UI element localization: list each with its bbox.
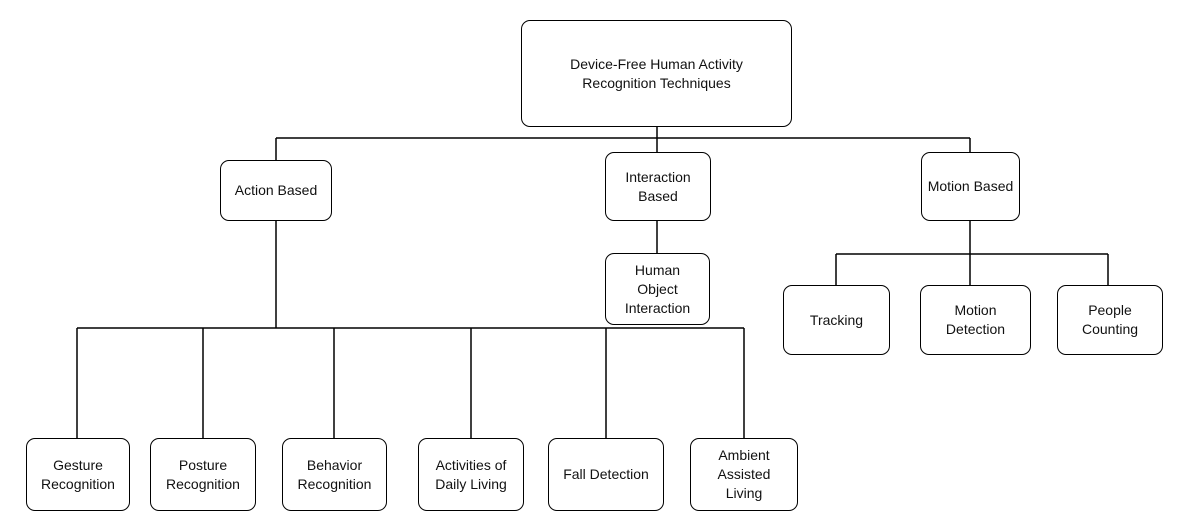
leaf-node-people-counting: People Counting: [1057, 285, 1163, 355]
leaf-node-tracking: Tracking: [783, 285, 890, 355]
category-node-motion-based: Motion Based: [921, 152, 1020, 221]
leaf-node-motion-detection: Motion Detection: [920, 285, 1031, 355]
leaf-node-ambient-assisted-living: Ambient Assisted Living: [690, 438, 798, 511]
category-node-interaction-based: Interaction Based: [605, 152, 711, 221]
leaf-node-behavior-recognition: Behavior Recognition: [282, 438, 387, 511]
leaf-node-human-object-interaction: Human Object Interaction: [605, 253, 710, 325]
leaf-node-posture-recognition: Posture Recognition: [150, 438, 256, 511]
leaf-node-gesture-recognition: Gesture Recognition: [26, 438, 130, 511]
root-node: Device-Free Human Activity Recognition T…: [521, 20, 792, 127]
leaf-node-fall-detection: Fall Detection: [548, 438, 664, 511]
category-node-action-based: Action Based: [220, 160, 332, 221]
leaf-node-activities-of-daily-living: Activities of Daily Living: [418, 438, 524, 511]
